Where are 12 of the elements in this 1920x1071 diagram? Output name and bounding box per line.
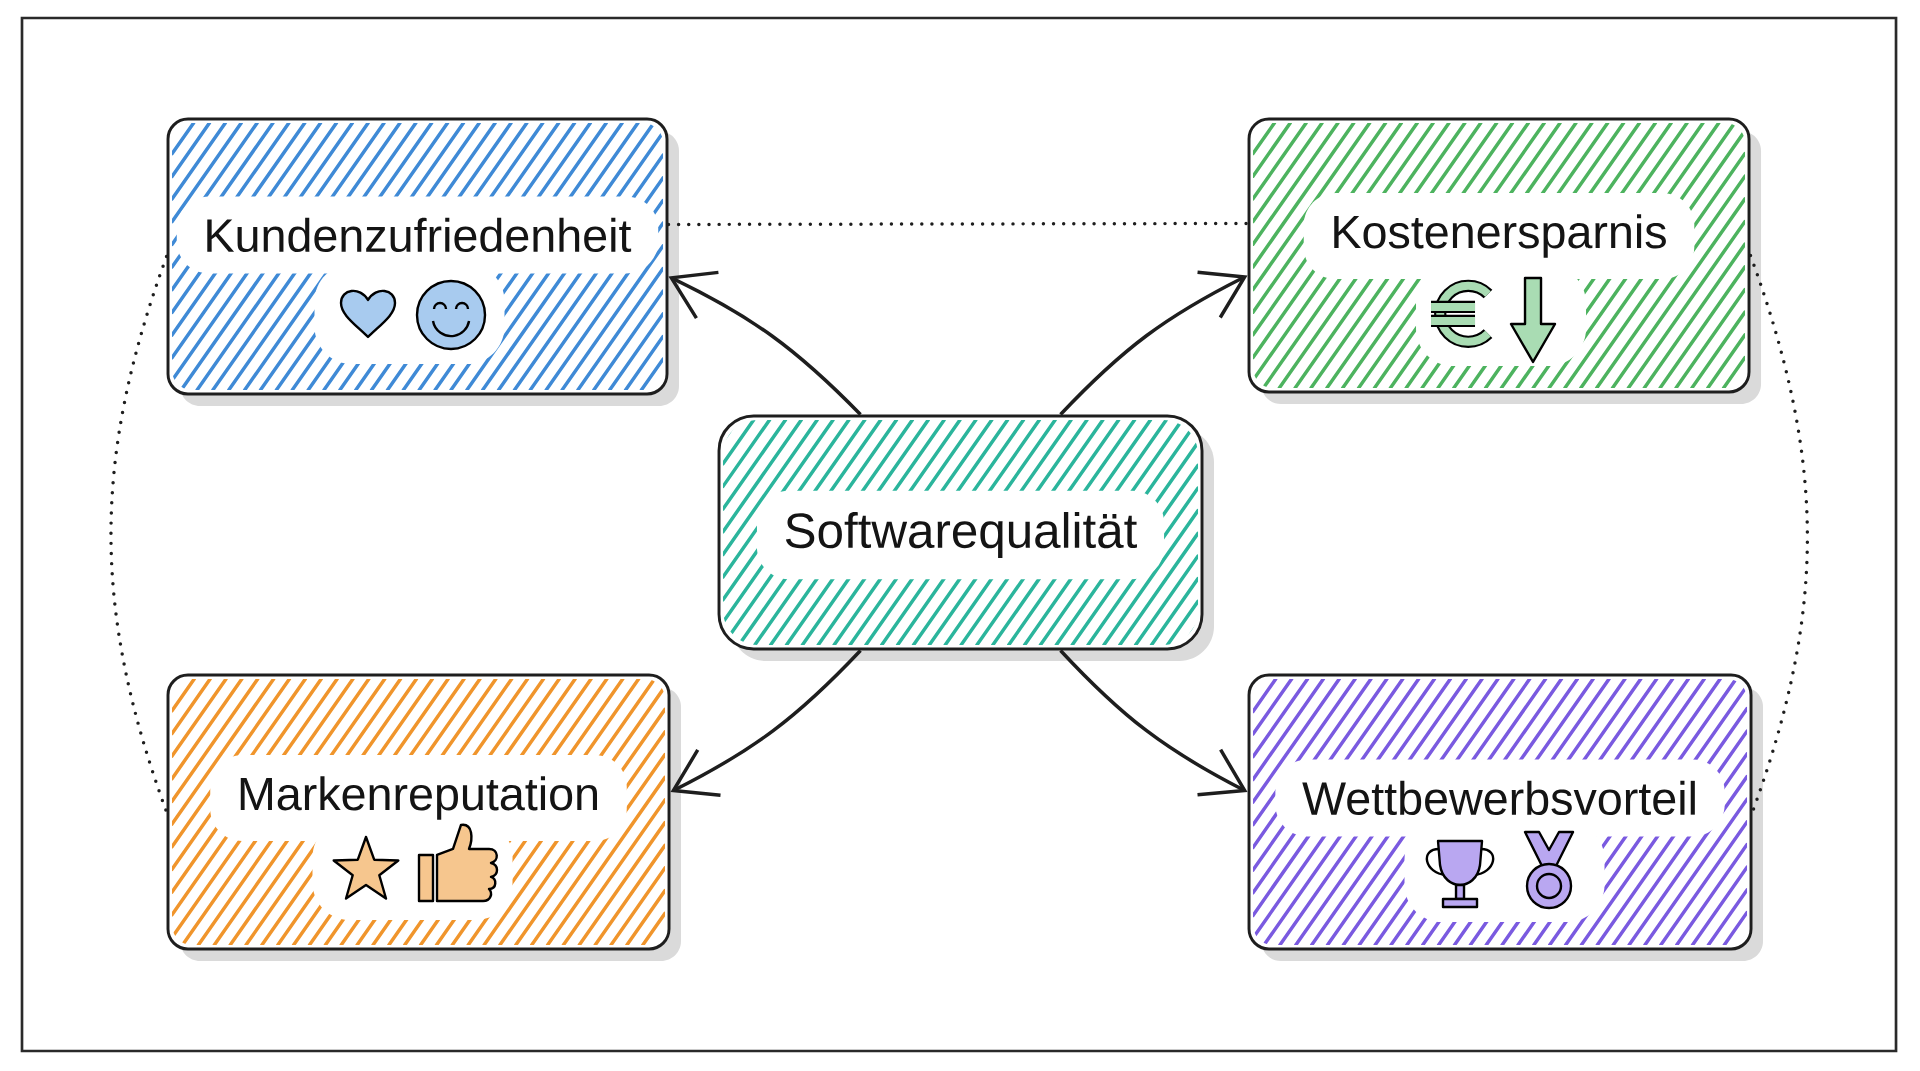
- connector-line: [109, 254, 169, 814]
- arrow: [1059, 649, 1248, 797]
- topic-box: Wettbewerbsvorteil: [1247, 673, 1763, 961]
- topic-box: Softwarequalität: [717, 414, 1214, 661]
- connector-line: [1748, 253, 1810, 814]
- topic-box: Markenreputation: [166, 673, 681, 961]
- topic-box: Kundenzufriedenheit: [166, 117, 679, 406]
- arrow: [1059, 270, 1248, 416]
- arrow: [670, 649, 862, 797]
- topic-box: Kostenersparnis: [1247, 117, 1761, 404]
- arrow: [668, 270, 862, 416]
- connector-line: [666, 221, 1250, 227]
